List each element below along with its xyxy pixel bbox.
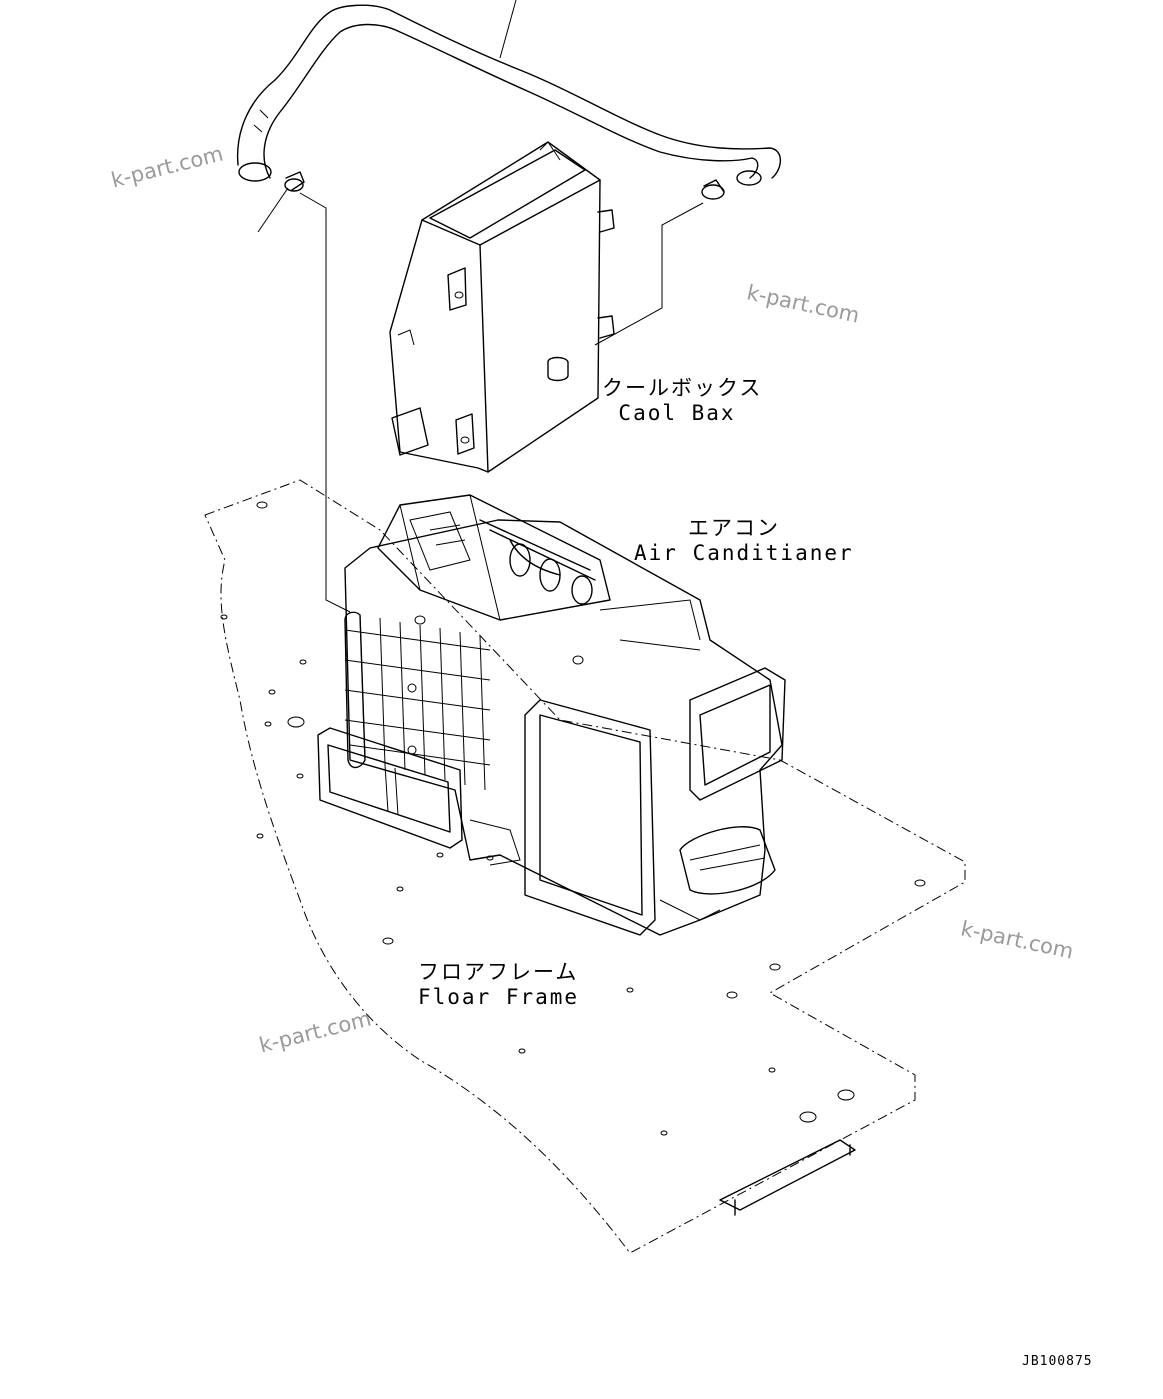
- hose-clamp-right: [594, 179, 725, 346]
- under-frame-bracket: [719, 1139, 856, 1216]
- floor-frame-holes: [220, 501, 926, 1136]
- air-conditioner-label: エアコン Air Canditianer: [634, 516, 854, 566]
- drain-hose: [236, 0, 782, 186]
- floor-frame-label-en: Floar Frame: [418, 985, 580, 1009]
- cool-box-label-jp: クールボックス: [602, 376, 763, 400]
- cool-box-label-en: Caol Bax: [618, 401, 736, 425]
- floor-frame-label: フロアフレーム Floar Frame: [418, 960, 580, 1010]
- floor-frame-label-jp: フロアフレーム: [418, 960, 579, 984]
- cool-box: [389, 141, 615, 473]
- cool-box-label: クールボックス Caol Bax: [602, 376, 763, 426]
- air-conditioner-label-jp: エアコン: [688, 516, 780, 540]
- air-conditioner-unit: [317, 494, 786, 936]
- floor-frame-outline: [204, 479, 966, 1254]
- air-conditioner-label-en: Air Canditianer: [634, 541, 854, 565]
- hose-clamp-left: [257, 171, 351, 613]
- drawing-code: JB100875: [1022, 1354, 1093, 1369]
